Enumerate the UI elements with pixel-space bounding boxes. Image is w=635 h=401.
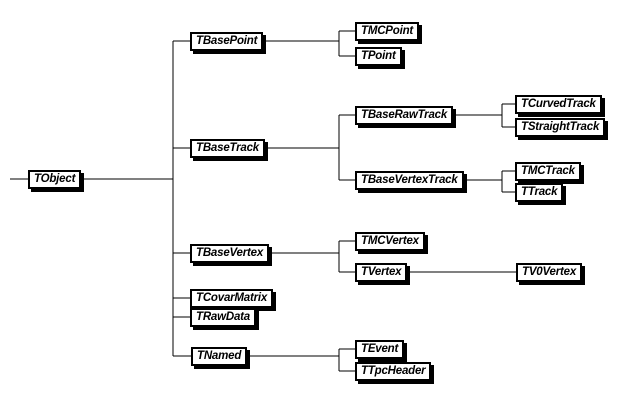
class-node-tobject[interactable]: TObject [28,170,82,189]
class-node-tmcvertex[interactable]: TMCVertex [355,232,425,251]
class-label: TNamed [197,350,242,362]
class-label: TMCPoint [361,25,414,37]
class-label: TTrack [521,186,558,198]
class-label: TRawData [196,311,250,323]
class-node-tstraighttrack[interactable]: TStraightTrack [515,118,606,137]
class-label: TCurvedTrack [521,98,596,110]
class-label: TV0Vertex [522,266,577,278]
edges-from-tnamed [235,348,368,372]
class-label: TBaseTrack [196,142,259,154]
class-label: TBaseRawTrack [361,109,448,121]
class-node-tbasevertextrack[interactable]: TBaseVertexTrack [355,171,464,190]
edges-from-tbasepoint [255,30,368,57]
edges-from-tobject [10,40,200,357]
class-node-tvertex[interactable]: TVertex [355,263,408,282]
class-label: TObject [34,173,76,185]
class-node-tbaserawtrack[interactable]: TBaseRawTrack [355,106,454,125]
class-node-tbasevertex[interactable]: TBaseVertex [190,244,270,263]
class-label: TStraightTrack [521,121,600,133]
class-label: TVertex [361,266,402,278]
class-node-tevent[interactable]: TEvent [355,340,405,359]
edges-from-tbasevertex [255,240,368,273]
class-label: TTpcHeader [361,365,426,377]
class-node-tcurvedtrack[interactable]: TCurvedTrack [515,95,602,114]
class-node-tbasetrack[interactable]: TBaseTrack [190,139,265,158]
class-node-tmcpoint[interactable]: TMCPoint [355,22,420,41]
class-label: TBaseVertexTrack [361,174,458,186]
class-label: TCovarMatrix [196,292,268,304]
class-node-ttpcheader[interactable]: TTpcHeader [355,362,432,381]
class-label: TBaseVertex [196,247,264,259]
class-label: TEvent [361,343,399,355]
class-node-ttrack[interactable]: TTrack [515,183,564,202]
class-node-tcovarmatrix[interactable]: TCovarMatrix [190,289,274,308]
class-node-tnamed[interactable]: TNamed [191,347,248,366]
class-node-tpoint[interactable]: TPoint [355,47,402,66]
class-node-tbasepoint[interactable]: TBasePoint [190,32,264,51]
class-label: TMCVertex [361,235,419,247]
class-label: TPoint [361,50,396,62]
class-node-trawdata[interactable]: TRawData [190,308,256,327]
edges-from-tbasetrack [250,114,368,181]
class-label: TBasePoint [196,35,258,47]
class-label: TMCTrack [521,165,575,177]
class-node-tv0vertex[interactable]: TV0Vertex [516,263,583,282]
class-node-tmctrack[interactable]: TMCTrack [515,162,581,181]
